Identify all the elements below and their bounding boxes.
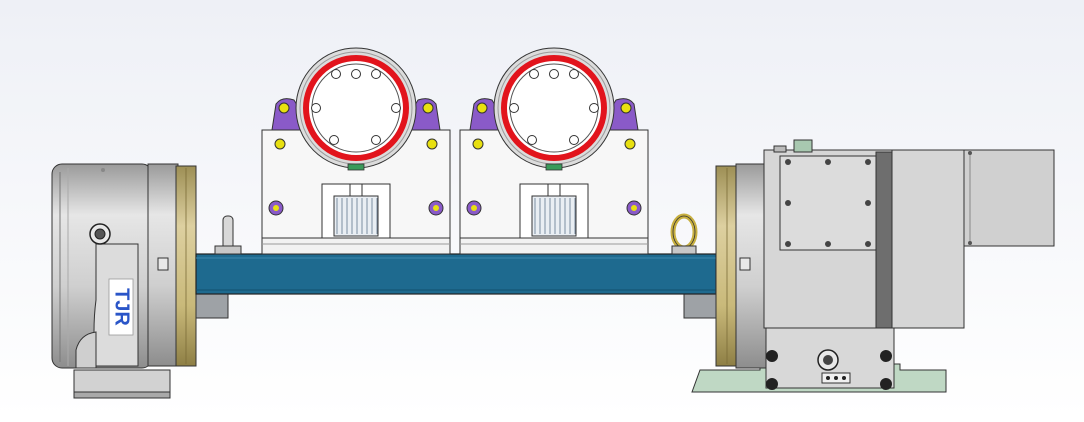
fixture-bolt-hole <box>371 69 381 79</box>
fixture-yellow-bolt <box>476 102 488 114</box>
brand-logo-plate <box>108 278 134 336</box>
fixture-left <box>261 47 451 255</box>
servo-motor-housing <box>891 149 965 329</box>
fixture-bolt-hole <box>371 135 381 145</box>
fixture-bolt-hole <box>527 135 537 145</box>
left-tailstock: TJR <box>51 163 197 399</box>
gearbox-strip <box>875 151 893 329</box>
fixture-bolt-hole <box>329 135 339 145</box>
fixture-bolt-hole <box>331 69 341 79</box>
clamp-fixtures <box>261 47 649 255</box>
fixture-bolt-hole <box>351 69 361 79</box>
fixture-yellow-bolt <box>422 102 434 114</box>
fixture-bolt-hole <box>509 103 519 113</box>
fixture-bolt-hole <box>391 103 401 113</box>
eye-bolt-left <box>214 215 242 255</box>
fixture-bolt-hole <box>549 69 559 79</box>
right-rotary-table <box>691 139 1055 393</box>
fixture-bolt-hole <box>311 103 321 113</box>
fixture-yellow-bolt <box>472 138 484 150</box>
fixture-rail <box>459 235 649 255</box>
eye-bolt-right <box>670 213 698 255</box>
fixture-right <box>459 47 649 255</box>
gearbox-cover-plate <box>779 155 877 251</box>
servo-motor-cap <box>963 149 1055 247</box>
fixture-bolt-hole <box>569 69 579 79</box>
fixture-yellow-bolt <box>274 138 286 150</box>
fixture-heatsink <box>531 195 577 237</box>
fixture-yellow-bolt <box>620 102 632 114</box>
fixture-bolt-hole <box>589 103 599 113</box>
fixture-bolt-hole <box>529 69 539 79</box>
fixture-bolt-hole <box>569 135 579 145</box>
beam-foot-right <box>683 293 719 319</box>
fixture-heatsink <box>333 195 379 237</box>
base-beam <box>195 213 719 319</box>
brand-logo: TJR <box>111 288 133 326</box>
fixture-rail <box>261 235 451 255</box>
fixture-yellow-bolt <box>278 102 290 114</box>
fixture-yellow-bolt <box>624 138 636 150</box>
fixture-yellow-bolt <box>426 138 438 150</box>
beam-foot-left <box>195 293 229 319</box>
blue-beam <box>195 253 717 295</box>
